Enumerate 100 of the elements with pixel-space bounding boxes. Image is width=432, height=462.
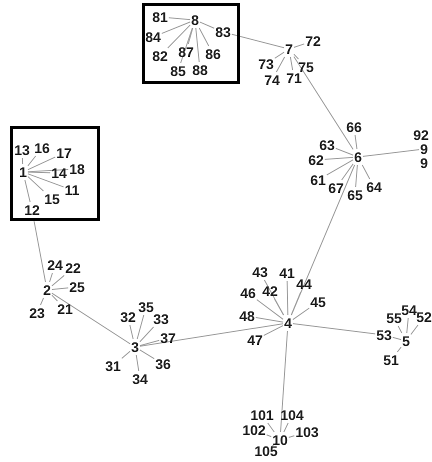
node-label: 37: [160, 331, 176, 345]
node-label: 75: [298, 60, 314, 74]
node-label: 9: [420, 142, 428, 156]
connector-line: [167, 24, 191, 48]
connector-line: [51, 294, 58, 302]
node-label: 73: [258, 57, 274, 71]
node-label: 34: [132, 372, 148, 386]
node-label: 3: [131, 340, 139, 354]
connector-line: [231, 34, 285, 48]
connector-line: [335, 148, 354, 156]
connector-line: [27, 156, 56, 170]
connector-line: [406, 318, 409, 334]
connector-line: [392, 336, 402, 340]
node-label: 13: [14, 143, 30, 157]
node-label: 67: [328, 181, 344, 195]
node-label: 5: [402, 334, 410, 348]
node-label: 85: [170, 64, 186, 78]
node-label: 8: [191, 13, 199, 27]
node-label: 22: [65, 261, 81, 275]
connector-line: [276, 56, 286, 72]
connector-line: [293, 56, 354, 150]
node-label: 87: [178, 45, 194, 59]
connector-line: [355, 164, 358, 188]
node-label: 43: [252, 265, 268, 279]
connector-line: [136, 314, 144, 340]
connector-line: [51, 287, 69, 290]
node-label: 32: [120, 310, 136, 324]
connector-line: [326, 159, 354, 176]
node-label: 7: [285, 42, 293, 56]
node-label: 105: [254, 444, 278, 458]
connector-line: [24, 180, 31, 202]
connector-line: [255, 317, 284, 323]
group-frame: [10, 126, 100, 221]
connector-line: [290, 292, 302, 316]
connector-line: [341, 163, 354, 180]
connector-line: [188, 28, 194, 44]
node-label: 86: [205, 47, 221, 61]
node-label: 71: [286, 71, 302, 85]
node-label: 82: [152, 49, 168, 63]
node-label: 51: [383, 353, 399, 367]
connector-line: [139, 340, 160, 346]
node-label: 66: [346, 120, 362, 134]
node-label: 47: [247, 333, 263, 347]
connector-line: [121, 350, 131, 359]
node-label: 16: [34, 141, 50, 155]
node-label: 12: [24, 203, 40, 217]
node-label: 65: [347, 188, 363, 202]
connector-line: [27, 173, 64, 188]
node-label: 45: [310, 295, 326, 309]
connector-line: [293, 54, 299, 60]
connector-line: [293, 43, 305, 48]
node-label: 53: [376, 328, 392, 342]
node-label: 14: [51, 166, 67, 180]
connector-line: [136, 354, 140, 372]
connector-line: [40, 298, 44, 306]
node-label: 64: [366, 180, 382, 194]
connector-line: [362, 164, 370, 180]
node-label: 88: [192, 63, 208, 77]
node-label: 23: [29, 306, 45, 320]
node-label: 24: [47, 258, 63, 272]
connector-line: [198, 28, 210, 46]
connector-line: [27, 172, 51, 174]
connector-line: [161, 21, 191, 34]
node-label: 102: [242, 423, 266, 437]
connector-line: [292, 308, 310, 320]
node-label: 2: [43, 283, 51, 297]
node-label: 101: [250, 408, 274, 422]
connector-line: [129, 324, 134, 340]
node-label: 33: [153, 312, 169, 326]
connector-line: [274, 52, 285, 59]
node-label: 83: [215, 25, 231, 39]
connector-line: [27, 169, 69, 172]
node-label: 61: [310, 173, 326, 187]
node-label: 36: [155, 357, 171, 371]
node-label: 81: [152, 10, 168, 24]
connector-line: [362, 149, 420, 157]
node-label: 18: [69, 162, 85, 176]
connector-line: [264, 280, 284, 316]
node-label: 44: [296, 277, 312, 291]
connector-line: [195, 28, 200, 62]
connector-line: [263, 325, 284, 336]
connector-line: [256, 299, 284, 320]
connector-line: [396, 346, 402, 352]
node-label: 52: [416, 310, 432, 324]
connector-line: [283, 422, 289, 432]
node-label: 42: [262, 284, 278, 298]
connector-line: [49, 272, 53, 282]
node-label: 74: [264, 73, 280, 87]
connector-line: [51, 274, 65, 286]
connector-line: [324, 156, 354, 160]
node-label: 62: [308, 153, 324, 167]
node-label: 41: [279, 266, 295, 280]
group-frame: [142, 3, 240, 84]
connector-line: [199, 22, 215, 29]
node-label: 104: [280, 408, 304, 422]
connector-line: [288, 435, 295, 438]
connector-line: [51, 292, 131, 344]
node-label: 15: [44, 192, 60, 206]
connector-line: [286, 280, 288, 316]
node-label: 10: [272, 433, 288, 447]
